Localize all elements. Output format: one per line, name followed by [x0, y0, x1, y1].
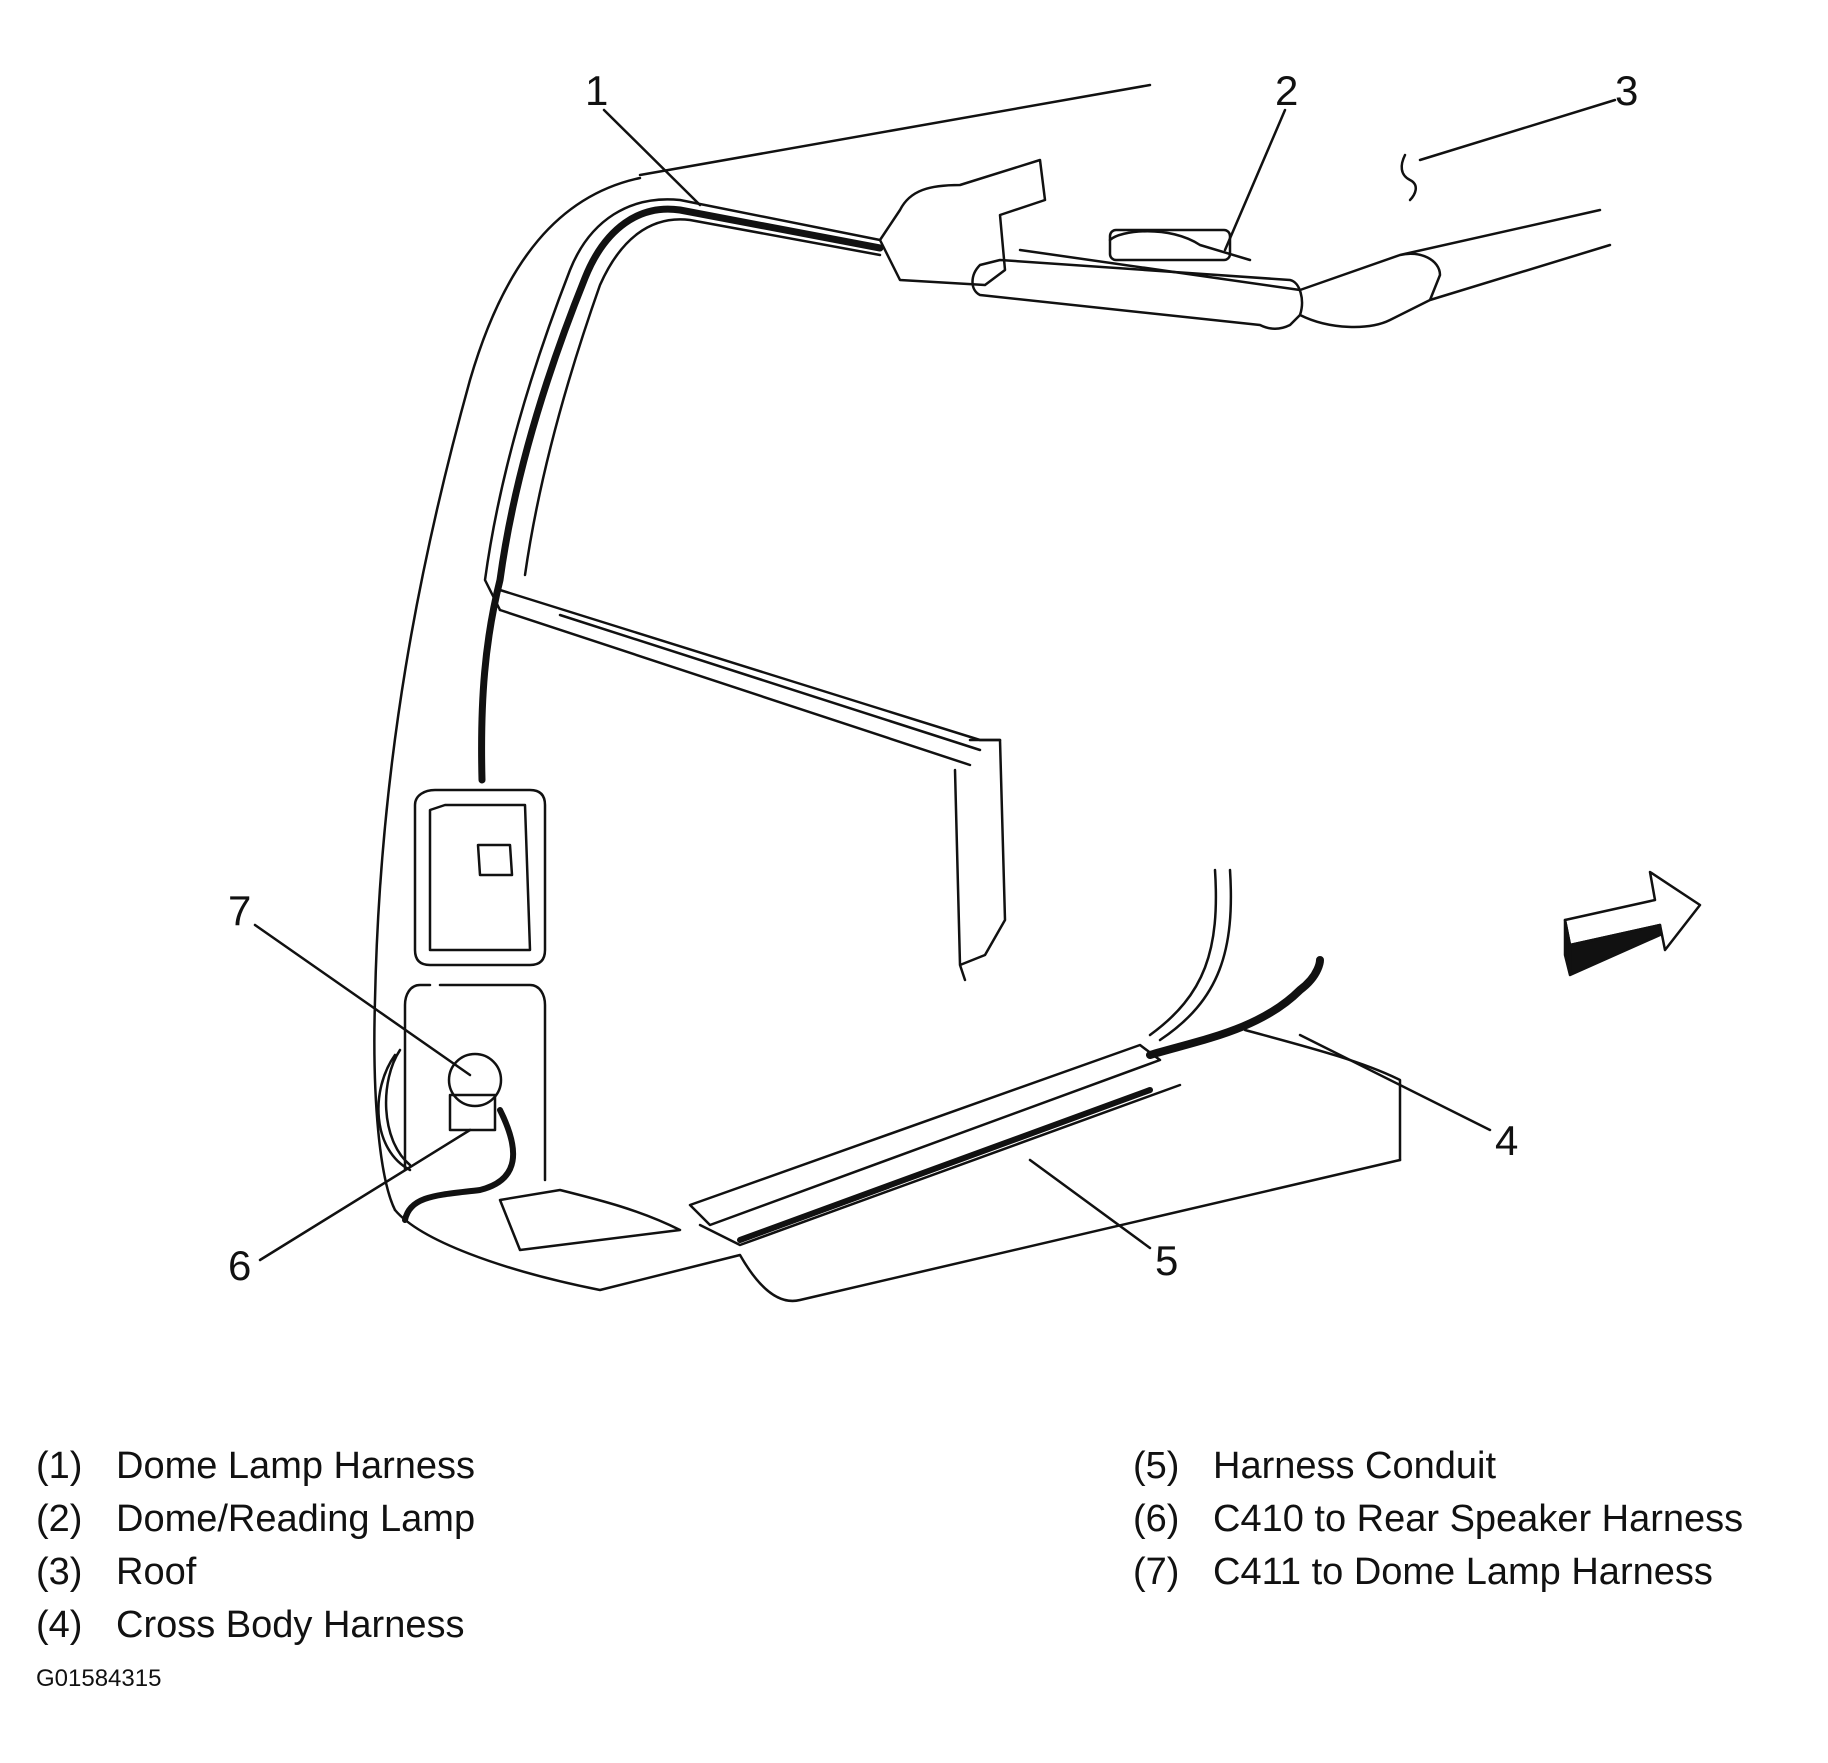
- callout-5: 5: [1155, 1237, 1179, 1284]
- door-lower-rail: [498, 588, 1002, 767]
- legend-item-4: (4) Cross Body Harness: [36, 1604, 464, 1647]
- legend-label: Dome Lamp Harness: [116, 1445, 476, 1487]
- quarter-window: [413, 788, 547, 967]
- callout-4: 4: [1495, 1117, 1519, 1164]
- window-clip: [476, 843, 514, 877]
- overhead-rail-left: [878, 158, 1047, 287]
- legend-label: C410 to Rear Speaker Harness: [1213, 1498, 1744, 1540]
- legend-label: C411 to Dome Lamp Harness: [1213, 1551, 1713, 1593]
- connector-c411: [447, 1052, 503, 1108]
- callout-7: 7: [228, 887, 252, 934]
- front-direction-arrow-shadow: [1563, 918, 1662, 977]
- legend-number: (4): [36, 1604, 83, 1646]
- dome-lamp-harness-wire: [478, 205, 884, 784]
- leader-7: [253, 923, 472, 1077]
- legend-label: Harness Conduit: [1213, 1445, 1497, 1487]
- callout-6: 6: [228, 1242, 252, 1289]
- leader-4: [1298, 1033, 1492, 1132]
- legend-item-6: (6) C410 to Rear Speaker Harness: [1133, 1498, 1743, 1541]
- door-frame-outer: [483, 198, 882, 612]
- callout-1: 1: [585, 67, 609, 114]
- callout-3: 3: [1615, 67, 1639, 114]
- harness-conduit: [688, 1043, 1182, 1247]
- lower-panel: [403, 983, 547, 1182]
- harness-routing-diagram: [253, 83, 1702, 1303]
- leader-6: [258, 1128, 472, 1262]
- legend-number: (1): [36, 1445, 83, 1487]
- door-frame-inner: [523, 218, 882, 577]
- figure-code: G01584315: [36, 1665, 162, 1692]
- legend-number: (7): [1133, 1551, 1180, 1593]
- leader-1: [602, 108, 702, 207]
- overhead-rail-right: [1298, 208, 1612, 329]
- floor-outline: [393, 1158, 1402, 1303]
- legend-item-7: (7) C411 to Dome Lamp Harness: [1133, 1551, 1713, 1594]
- conduit-slot: [737, 1087, 1153, 1243]
- floor-recess: [498, 1188, 682, 1252]
- callout-2: 2: [1275, 67, 1299, 114]
- body-outer-contour: [373, 176, 642, 1212]
- legend-item-3: (3) Roof: [36, 1551, 196, 1594]
- roof-mark: [1400, 153, 1417, 202]
- legend-item-5: (5) Harness Conduit: [1133, 1445, 1496, 1488]
- cross-body-harness: [1146, 956, 1324, 1059]
- leader-5: [1028, 1158, 1152, 1250]
- legend-label: Cross Body Harness: [116, 1604, 465, 1646]
- legend-number: (2): [36, 1498, 83, 1540]
- wheel-arch: [1243, 1028, 1402, 1162]
- legend-label: Dome/Reading Lamp: [116, 1498, 476, 1540]
- dome-lamp-lens: [1108, 228, 1232, 262]
- speaker-harness-wire: [402, 1107, 516, 1223]
- leader-2: [1223, 108, 1287, 252]
- leader-3: [1418, 98, 1617, 162]
- dome-reading-lamp-console: [971, 258, 1304, 330]
- legend-number: (3): [36, 1551, 83, 1593]
- legend-number: (6): [1133, 1498, 1180, 1540]
- legend-item-2: (2) Dome/Reading Lamp: [36, 1498, 475, 1541]
- connector-c410: [448, 1093, 497, 1132]
- door-pillar: [953, 738, 1007, 982]
- roof-edge-line: [638, 83, 1152, 177]
- legend-item-1: (1) Dome Lamp Harness: [36, 1445, 475, 1488]
- legend-label: Roof: [116, 1551, 197, 1593]
- legend-number: (5): [1133, 1445, 1180, 1487]
